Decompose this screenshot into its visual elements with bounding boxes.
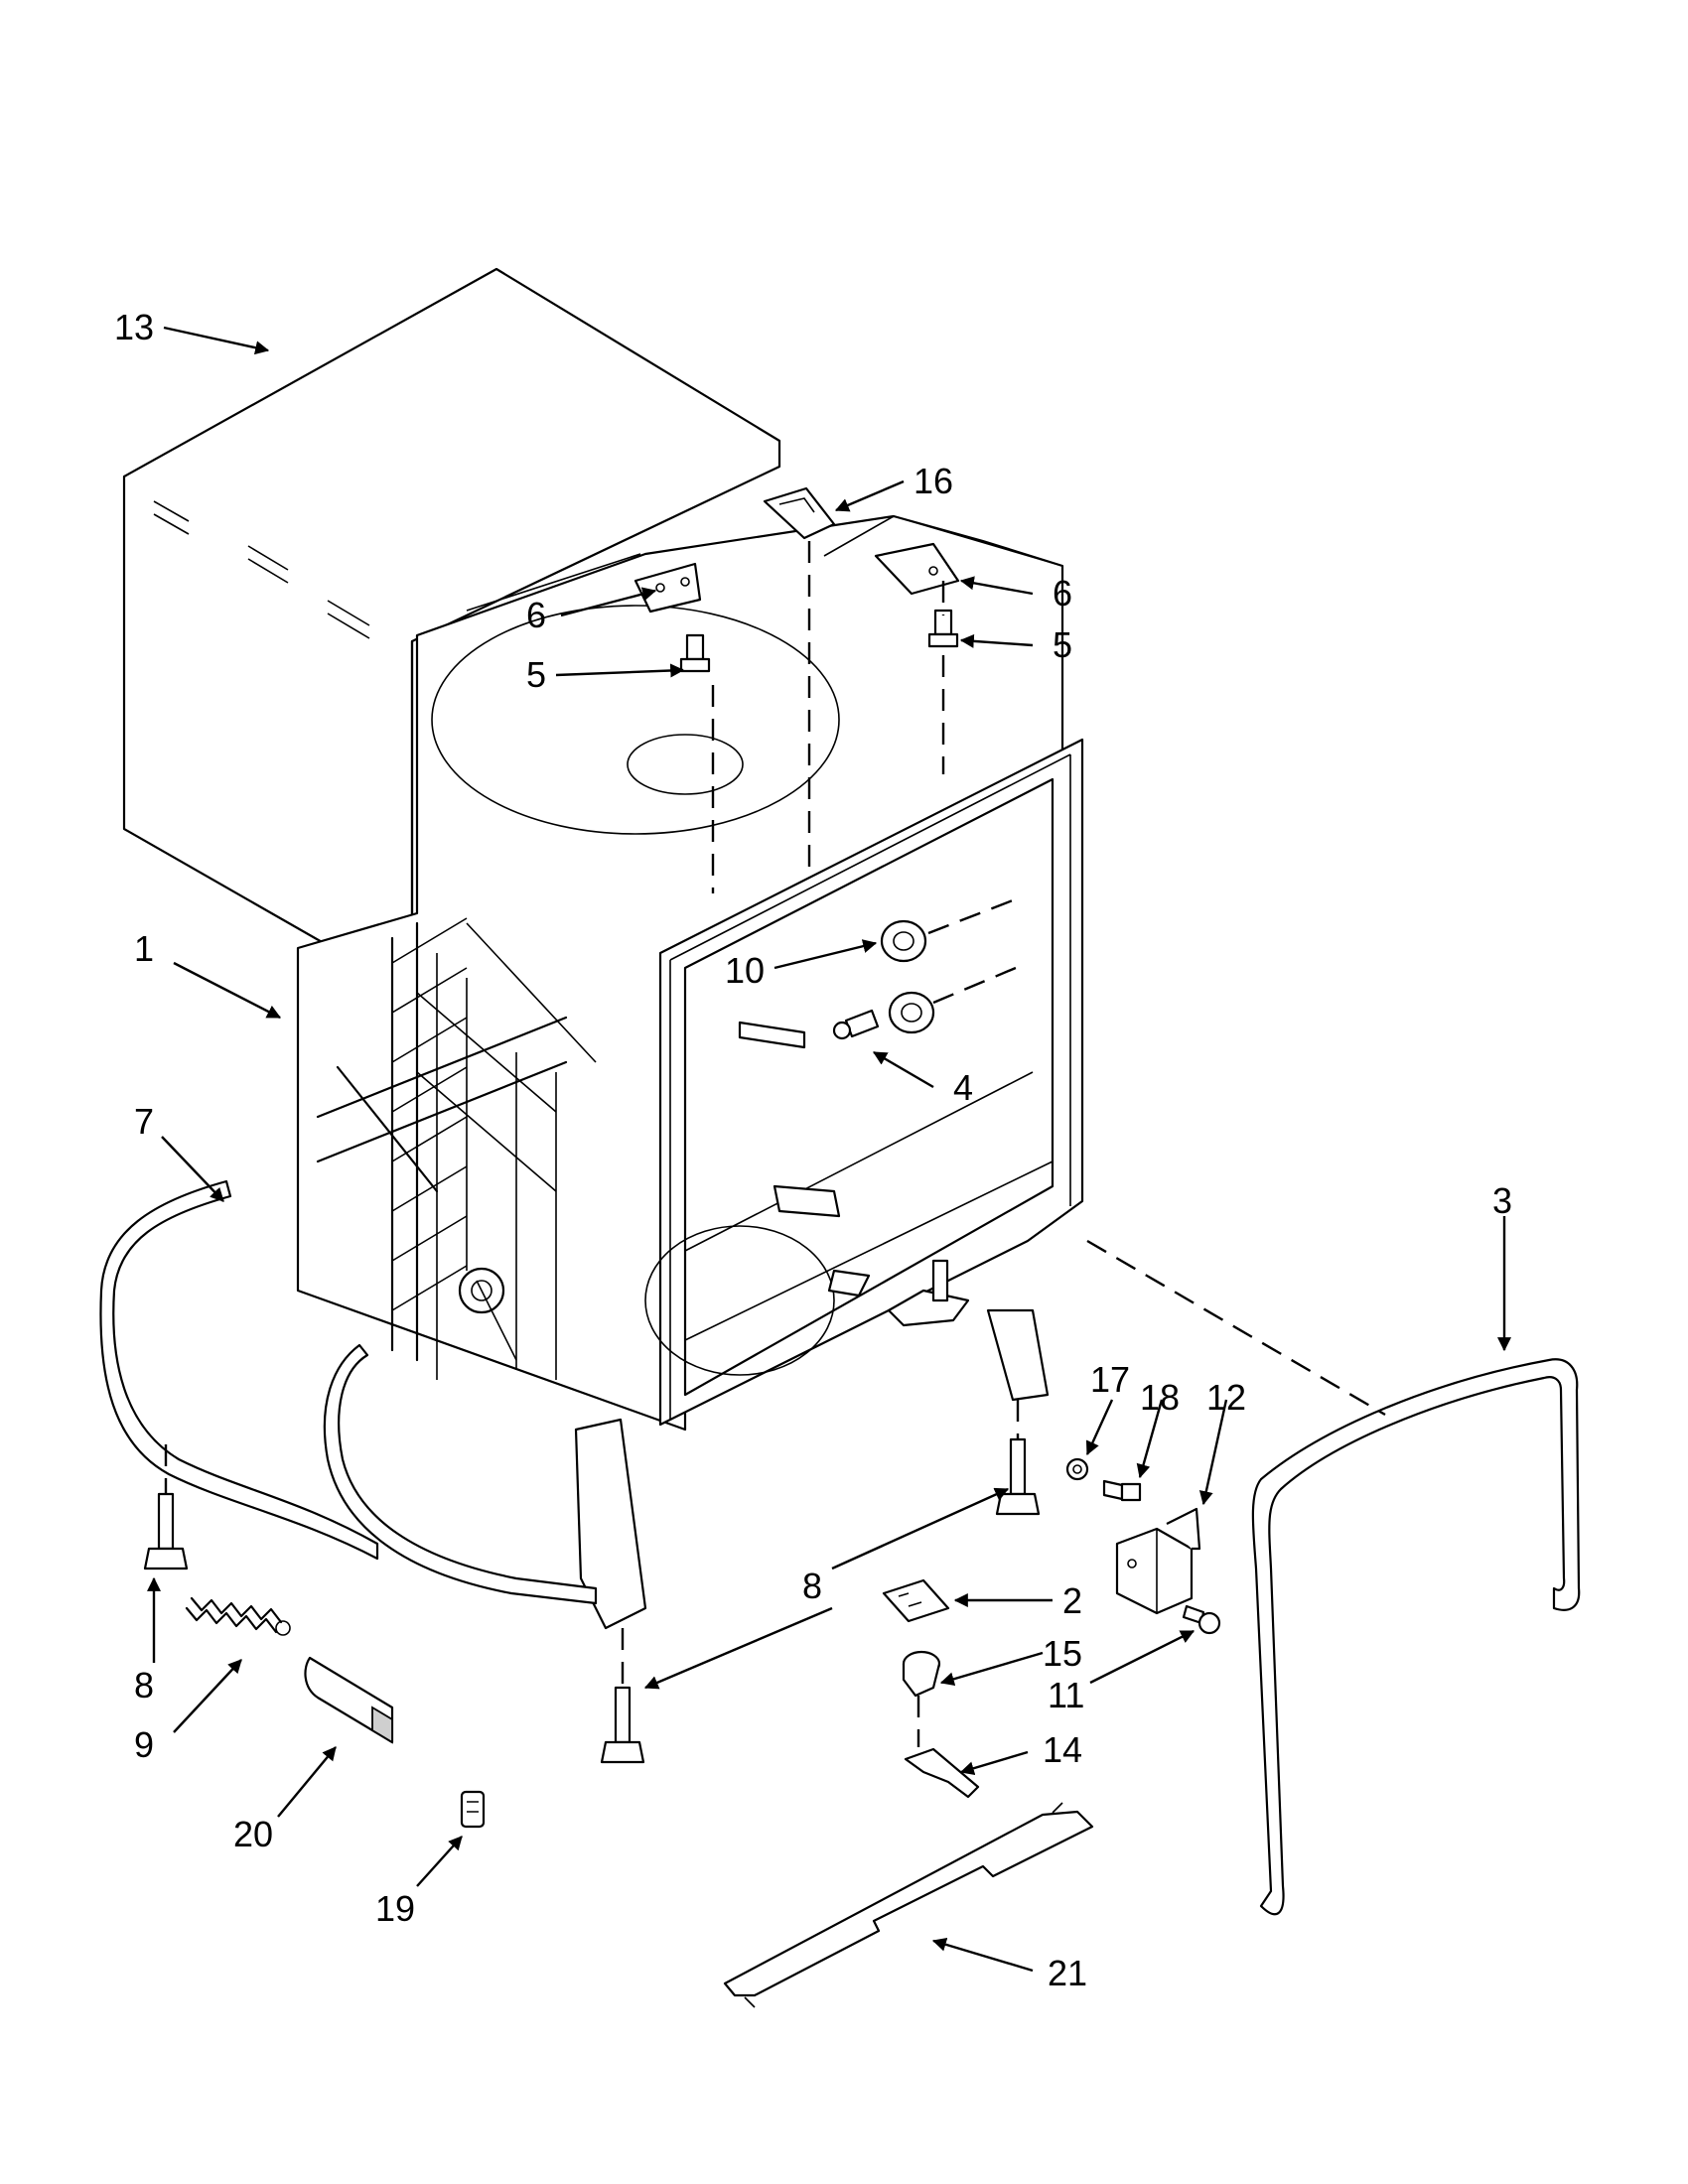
toe-panel-part-21 xyxy=(723,1802,1094,2008)
label-part-2 xyxy=(882,1578,950,1623)
callout-8-left: 8 xyxy=(134,1665,154,1706)
callout-6-left: 6 xyxy=(526,595,546,635)
callout-8-center: 8 xyxy=(802,1566,822,1606)
pad-part-20 xyxy=(304,1656,394,1744)
callout-21: 21 xyxy=(1048,1953,1087,1993)
callout-12: 12 xyxy=(1206,1377,1246,1418)
screw-part-11 xyxy=(1182,1604,1221,1635)
leader-lines xyxy=(147,326,1511,1973)
callout-15: 15 xyxy=(1043,1633,1082,1674)
callout-10: 10 xyxy=(725,950,765,991)
callout-11: 11 xyxy=(1048,1675,1084,1715)
callout-3: 3 xyxy=(1492,1180,1512,1221)
callout-1: 1 xyxy=(134,928,154,969)
leveling-leg-part-8-right xyxy=(995,1437,1041,1516)
tub-gasket-part-3 xyxy=(1251,1358,1581,1916)
callout-17: 17 xyxy=(1090,1359,1130,1400)
assembly-line-3 xyxy=(1086,1239,1386,1417)
assembly-line-10 xyxy=(927,896,1024,1005)
screw-part-18 xyxy=(1102,1479,1142,1502)
door-gasket-part-7 xyxy=(99,1179,598,1605)
leveling-leg-part-8-left xyxy=(143,1492,189,1570)
callout-13: 13 xyxy=(114,307,154,347)
bracket-part-6-right xyxy=(874,542,960,596)
tub-assembly-part-1 xyxy=(296,514,1084,1630)
callout-2: 2 xyxy=(1062,1580,1082,1621)
callout-5-left: 5 xyxy=(526,654,546,695)
rack-roller-part-10 xyxy=(880,919,935,1034)
spring-part-9 xyxy=(185,1596,291,1636)
washer-part-17 xyxy=(1065,1457,1089,1481)
callout-14: 14 xyxy=(1043,1729,1082,1770)
callout-20: 20 xyxy=(233,1814,273,1854)
clip-part-19 xyxy=(460,1790,486,1829)
clip-part-16 xyxy=(763,486,836,540)
mounting-bracket-part-12 xyxy=(1115,1507,1201,1615)
callout-5-right: 5 xyxy=(1053,624,1072,665)
thermostat-part-15 xyxy=(902,1650,941,1698)
callout-6-right: 6 xyxy=(1053,573,1072,614)
callout-9: 9 xyxy=(134,1724,154,1765)
insulation-blanket-part-13 xyxy=(122,267,781,953)
callout-19: 19 xyxy=(375,1888,415,1929)
callout-labels: 13 16 6 5 6 5 1 10 4 7 3 17 18 12 8 2 15… xyxy=(114,307,1512,1993)
callout-7: 7 xyxy=(134,1101,154,1142)
screw-part-4 xyxy=(832,1009,880,1040)
callout-18: 18 xyxy=(1140,1377,1180,1418)
callout-16: 16 xyxy=(914,461,953,501)
leveling-leg-part-8-mid xyxy=(600,1686,645,1764)
thermostat-bracket-part-14 xyxy=(904,1747,980,1799)
callout-4: 4 xyxy=(953,1067,973,1108)
screw-part-5-right xyxy=(927,609,959,648)
